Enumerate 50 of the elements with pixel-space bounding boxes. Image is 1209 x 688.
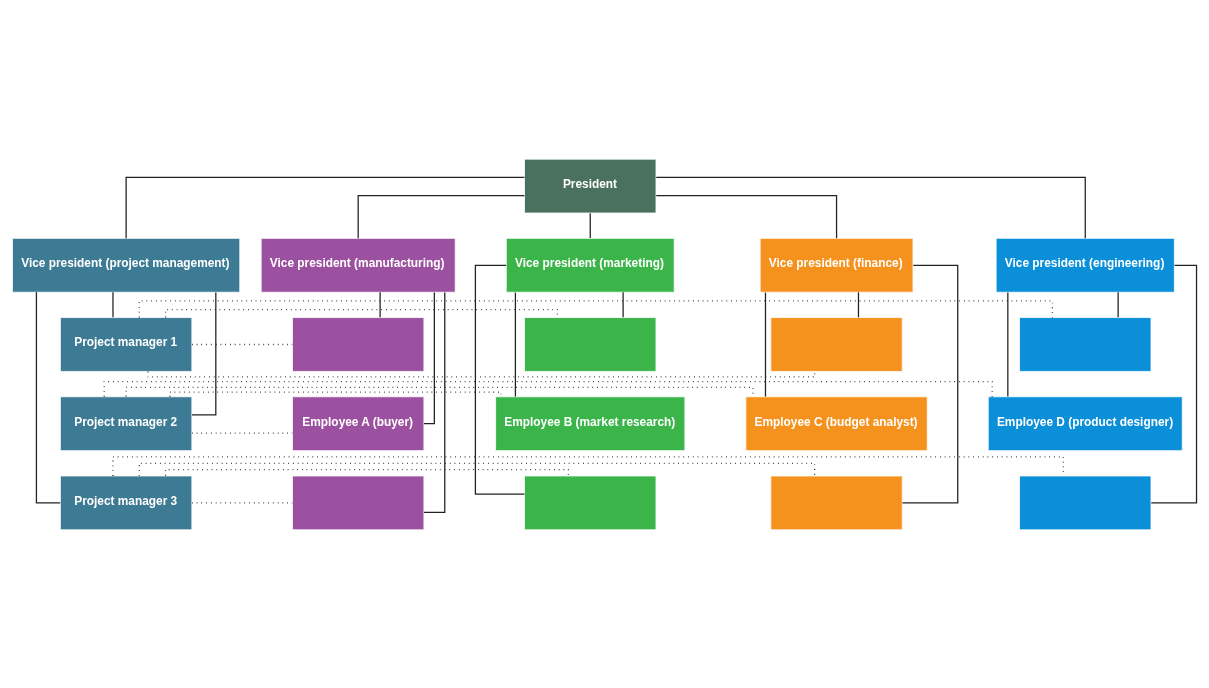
- connector: [857, 291, 860, 318]
- connector: [423, 291, 446, 513]
- connector: [357, 194, 525, 239]
- connector: [1150, 264, 1198, 504]
- connector: [622, 291, 624, 318]
- node-box: Project manager 1: [60, 316, 193, 372]
- connector: [1007, 291, 1009, 397]
- connector: [191, 291, 217, 416]
- connector: [655, 176, 1086, 239]
- node-box: [1019, 475, 1152, 530]
- node-box: Project manager 2: [60, 395, 193, 451]
- node-box: Vice president (manufacturing): [260, 237, 456, 293]
- node-box: Employee B (market research): [495, 395, 686, 451]
- connector: [589, 212, 591, 239]
- connector: [514, 291, 517, 397]
- connector: [164, 468, 569, 476]
- connector: [125, 386, 754, 397]
- node-box: Employee A (buyer): [292, 395, 425, 451]
- connector: [423, 291, 435, 424]
- node-box: [292, 475, 425, 530]
- node-box: Vice president (project management): [12, 237, 241, 293]
- connector: [1117, 291, 1119, 318]
- connector: [35, 291, 61, 504]
- connector: [169, 390, 502, 397]
- node-box: Employee D (product designer): [987, 395, 1183, 451]
- connector: [138, 462, 816, 476]
- connector: [764, 291, 767, 397]
- node-box: [770, 316, 903, 372]
- node-box: Project manager 3: [60, 475, 193, 530]
- connector: [901, 264, 959, 504]
- connector: [379, 291, 381, 318]
- node-box: [770, 475, 903, 530]
- connector: [125, 176, 526, 239]
- connector: [112, 291, 114, 318]
- node-box: Vice president (engineering): [995, 237, 1175, 293]
- connector: [103, 380, 993, 397]
- connector: [164, 308, 558, 318]
- connector: [112, 455, 1064, 477]
- connector: [474, 264, 526, 495]
- connector: [138, 299, 1054, 318]
- node-box: Vice president (marketing): [505, 237, 675, 293]
- node-box: Vice president (finance): [759, 237, 914, 293]
- node-box: [524, 316, 657, 372]
- node-box: [1019, 316, 1152, 372]
- connector: [147, 370, 816, 378]
- connector: [655, 194, 838, 239]
- node-box: [292, 316, 425, 372]
- node-box: [524, 475, 657, 530]
- node-box: Employee C (budget analyst): [745, 395, 928, 451]
- node-box: President: [524, 158, 657, 213]
